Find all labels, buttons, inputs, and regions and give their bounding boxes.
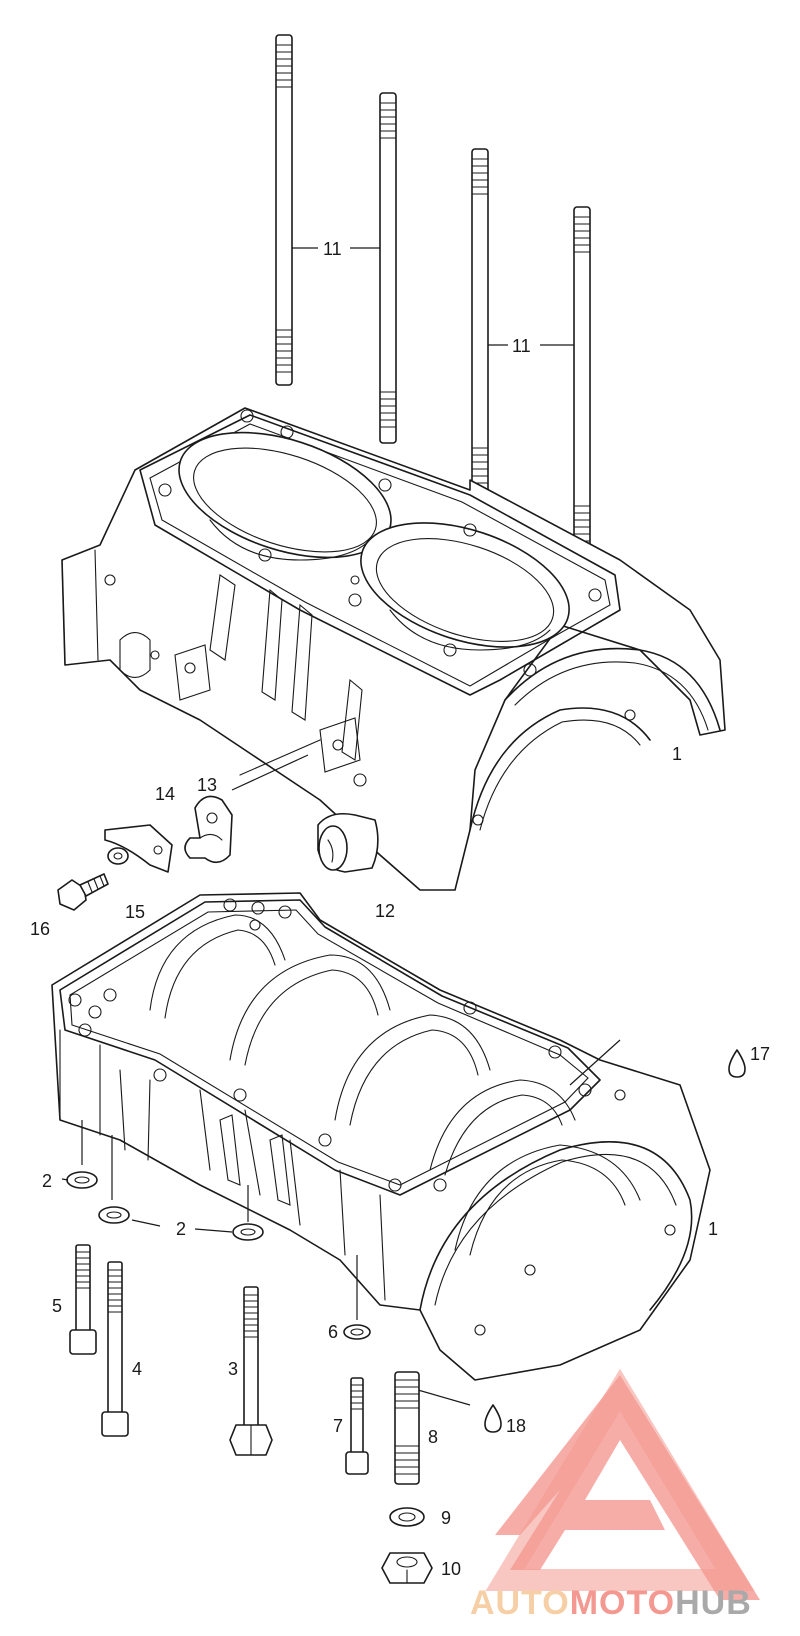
callout-8: 8 [428,1427,438,1447]
watermark-moto: MOTO [570,1584,675,1622]
callout-2a: 2 [42,1171,52,1191]
clamp-13 [184,795,233,864]
leader-11 [292,247,574,346]
callout-1-upper: 1 [672,744,682,764]
stud-8 [394,1371,420,1485]
stud-2 [379,92,397,444]
bolt-16 [57,873,109,911]
stud-1 [275,34,293,386]
upper-crankcase [61,407,726,891]
callout-17: 17 [750,1044,770,1064]
drop-icon [728,1049,746,1078]
callout-14: 14 [155,784,175,804]
callout-9: 9 [441,1508,451,1528]
washer-2c [232,1223,264,1241]
drop-icon [484,1404,502,1433]
callout-16: 16 [30,919,50,939]
watermark-auto: AUTO [470,1584,570,1622]
bolt-3 [229,1286,273,1456]
washer-2a [66,1171,98,1189]
callout-12: 12 [375,901,395,921]
lower-crankcase [51,892,711,1381]
watermark-logo: AUTOMOTOHUB [470,1368,760,1622]
callout-18: 18 [506,1416,526,1436]
washer-15 [107,847,129,865]
callout-6: 6 [328,1322,338,1342]
nut-10 [381,1552,433,1584]
bolt-7 [345,1377,369,1475]
svg-text:AUTOMOTOHUB: AUTOMOTOHUB [470,1584,752,1622]
leaders-upper-small [231,754,309,791]
callout-10: 10 [441,1559,461,1579]
callout-2b: 2 [176,1219,186,1239]
callout-13: 13 [197,775,217,795]
callout-1-lower: 1 [708,1219,718,1239]
seal-plug-12 [317,812,379,873]
callout-5: 5 [52,1296,62,1316]
washer-2b [98,1206,130,1224]
bracket-14 [104,824,173,873]
callout-11a: 11 [323,239,342,259]
logo-triangle-icon [495,1375,760,1600]
callout-15: 15 [125,902,145,922]
washer-9 [389,1507,425,1527]
callout-7: 7 [333,1416,343,1436]
stud-4 [573,206,591,558]
watermark-hub: HUB [675,1584,752,1622]
bolt-5 [69,1244,97,1355]
washer-6 [343,1324,371,1340]
callout-11b: 11 [512,336,531,356]
callout-4: 4 [132,1359,142,1379]
bolt-4 [101,1261,129,1437]
stud-3 [471,148,489,500]
leaders-lower [61,1039,621,1406]
callout-3: 3 [228,1359,238,1379]
